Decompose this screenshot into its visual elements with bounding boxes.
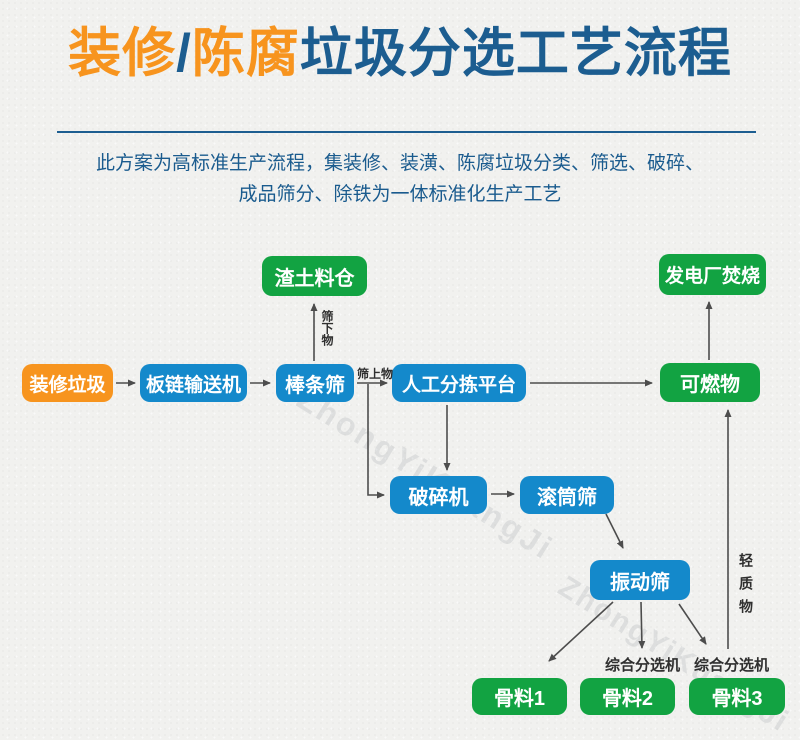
node-manual-sorting-platform: 人工分拣平台 xyxy=(392,364,526,402)
title-slash: / xyxy=(176,24,192,83)
node-aggregate-1: 骨料1 xyxy=(472,678,567,715)
label-light-material: 轻质物 xyxy=(738,553,754,622)
description-line-2: 成品筛分、除铁为一体标准化生产工艺 xyxy=(238,184,562,206)
node-muck-silo: 渣土料仓 xyxy=(262,256,367,296)
title-divider xyxy=(57,131,756,133)
node-vibrating-screen: 振动筛 xyxy=(590,560,690,600)
title-part-stale: 陈腐 xyxy=(191,24,300,83)
label-combined-separator-1: 综合分选机 xyxy=(605,657,681,674)
arrow-vibrating-to-aggregate3 xyxy=(678,603,707,645)
arrow-vibrating-to-aggregate1 xyxy=(548,601,614,662)
label-screen-overflow: 筛上物 xyxy=(357,367,394,381)
description-text: 此方案为高标准生产流程，集装修、装潢、陈腐垃圾分类、筛选、破碎、成品筛分、除铁为… xyxy=(40,148,760,211)
arrow-trommel-to-vibrating xyxy=(605,513,624,549)
node-power-plant-incineration: 发电厂焚烧 xyxy=(659,254,766,295)
page-title: 装修/陈腐垃圾分选工艺流程 xyxy=(0,24,800,85)
title-part-renovation: 装修 xyxy=(68,24,177,83)
title-part-process: 垃圾分选工艺流程 xyxy=(299,24,732,83)
node-aggregate-2: 骨料2 xyxy=(580,678,675,715)
node-aggregate-3: 骨料3 xyxy=(689,678,785,715)
arrow-vibrating-to-aggregate2 xyxy=(638,601,646,649)
label-combined-separator-2: 综合分选机 xyxy=(694,657,770,674)
node-bar-screen: 棒条筛 xyxy=(276,364,354,402)
arrow-overflow-down-to-crusher xyxy=(367,384,385,499)
node-plate-chain-conveyor: 板链输送机 xyxy=(140,364,247,402)
label-screen-underflow: 筛下物 xyxy=(320,310,334,346)
node-combustibles: 可燃物 xyxy=(660,363,760,402)
node-renovation-waste: 装修垃圾 xyxy=(22,364,113,402)
node-crusher: 破碎机 xyxy=(390,476,487,514)
node-trommel-screen: 滚筒筛 xyxy=(520,476,614,514)
description-line-1: 此方案为高标准生产流程，集装修、装潢、陈腐垃圾分类、筛选、破碎、 xyxy=(95,153,704,174)
